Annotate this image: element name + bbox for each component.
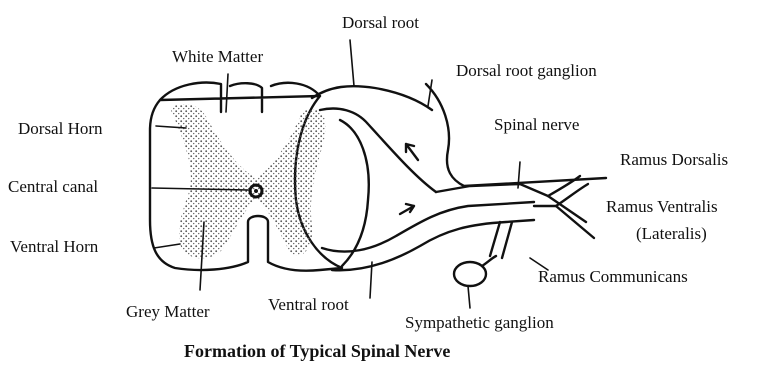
label-central-canal: Central canal	[8, 178, 98, 195]
label-dorsal-horn: Dorsal Horn	[18, 120, 103, 137]
label-grey-matter: Grey Matter	[126, 303, 210, 320]
ramus-communicans	[490, 222, 500, 256]
diagram-title: Formation of Typical Spinal Nerve	[184, 342, 450, 360]
label-ramus-ventralis: Ramus Ventralis	[606, 198, 718, 215]
dorsal-root-ganglion	[426, 84, 606, 186]
central-canal-dot	[254, 189, 258, 193]
efferent-arrow	[400, 204, 414, 214]
label-dorsal-root: Dorsal root	[342, 14, 419, 31]
label-lateralis: (Lateralis)	[636, 225, 707, 242]
label-ventral-horn: Ventral Horn	[10, 238, 98, 255]
label-ramus-communicans: Ramus Communicans	[538, 268, 688, 285]
label-sympathetic-ganglion: Sympathetic ganglion	[405, 314, 554, 331]
label-dorsal-root-ganglion: Dorsal root ganglion	[456, 62, 597, 79]
label-ventral-root: Ventral root	[268, 296, 349, 313]
dorsal-root	[312, 86, 432, 110]
afferent-arrow	[406, 144, 418, 160]
label-ramus-dorsalis: Ramus Dorsalis	[620, 151, 728, 168]
label-spinal-nerve: Spinal nerve	[494, 116, 579, 133]
ventral-root	[322, 202, 534, 252]
label-white-matter: White Matter	[172, 48, 263, 65]
